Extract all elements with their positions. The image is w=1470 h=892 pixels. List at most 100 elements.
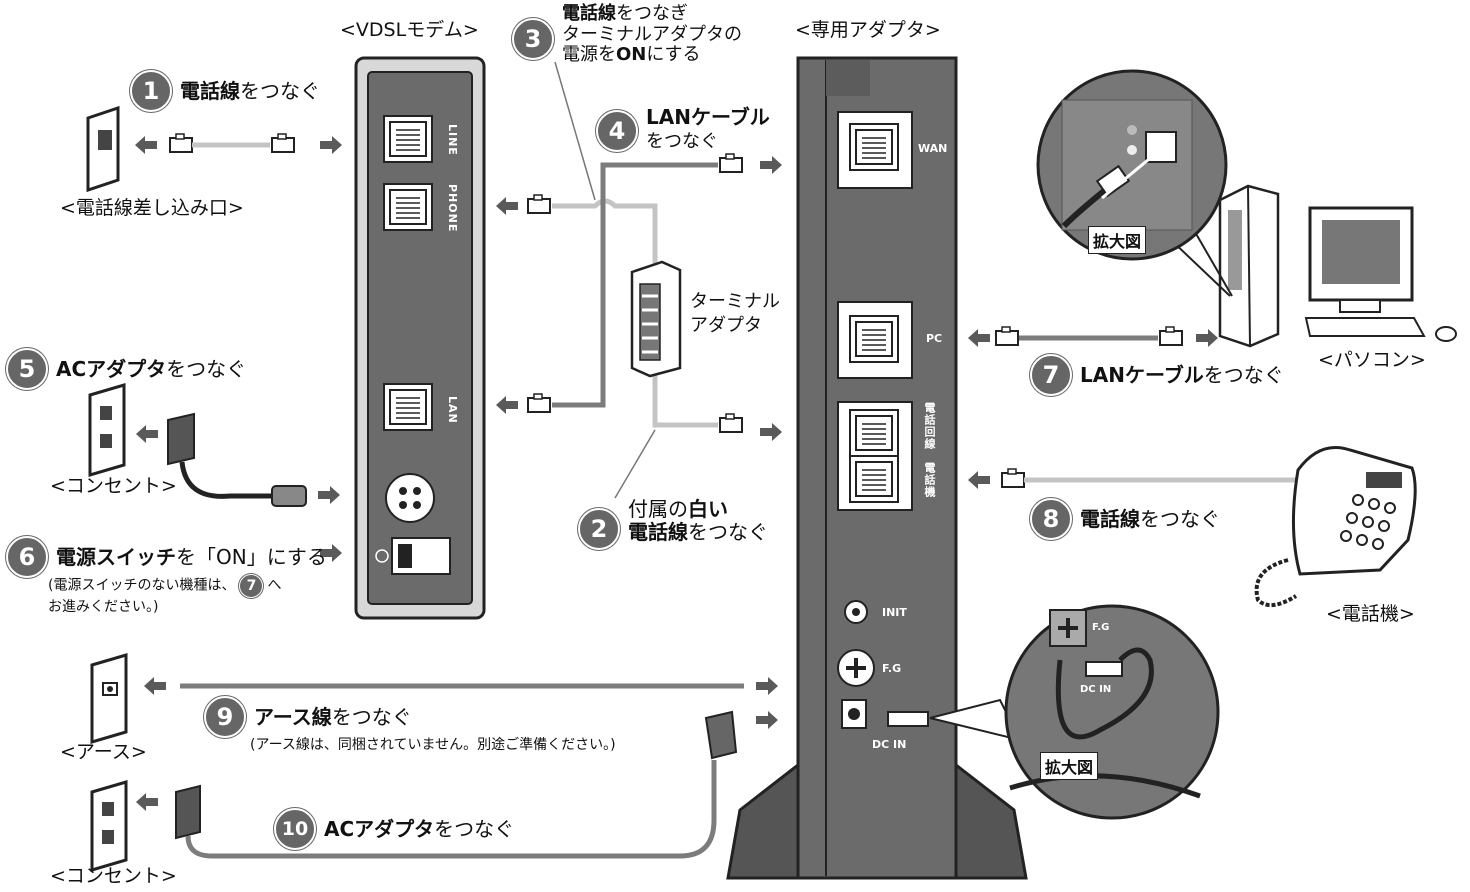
step-text: をつなぐ [1140,506,1220,531]
step-text: 付属の [628,497,688,521]
enlargement-label-bottom: 拡大図 [1040,752,1099,780]
step-9-note: (アース線は、同梱されていません。別途ご準備ください。) [250,737,616,753]
step-text: をつなぎ [616,3,688,24]
enlargement-dcin-label: DC IN [1080,684,1112,695]
terminal-adapter [630,260,682,378]
telephone-illustration [1254,446,1417,608]
phone-jack-label: <電話線差し込み口> [60,197,244,219]
step-bold: アース線 [254,704,332,729]
step-bold: LANケーブル [1080,362,1204,387]
wan-port [837,111,913,189]
vdsl-modem-label: <VDSLモデム> [340,19,479,41]
arrow [318,486,340,504]
line-phone-ports [837,401,913,511]
ground-terminal [90,652,128,745]
modem-lan-label: LAN [446,396,459,424]
phone-jack [86,105,120,193]
adapter-fg-label: F.G [882,662,902,675]
lan-plug [1159,326,1183,346]
enlargement-label-top: 拡大図 [1088,226,1147,254]
modem-line-label: LINE [446,124,459,156]
arrow [136,425,158,443]
step-number: 3 [512,18,554,60]
step-1: 1 電話線をつなぐ [130,70,320,112]
dc-in-jack [841,699,929,729]
adapter-wan-label: WAN [918,142,948,155]
step-10: 10 ACアダプタをつなぐ [274,808,514,850]
arrow [320,136,342,154]
leader-line [614,429,656,499]
fg-terminal [837,649,875,687]
step-4: 4 LANケーブルをつなぐ [596,106,770,153]
step-number: 5 [6,348,48,390]
adapter-phone-label: 電話機 [923,462,936,498]
telephone-plug [527,194,551,214]
step-number: 4 [596,110,638,152]
step-bold: 電話線 [1080,506,1140,531]
phone-port [383,183,433,231]
arrow [968,329,990,347]
step-9: 9 アース線をつなぐ [204,696,412,738]
adapter-init-label: INIT [882,606,907,619]
arrow [135,136,157,154]
telephone-plug [169,133,193,153]
step-text: を「ON」にする [176,544,327,569]
outlet-label-bottom: <コンセント> [50,865,177,887]
step-text: にする [646,44,701,66]
step-bold: 白い [688,497,728,521]
step-number: 1 [130,70,172,112]
note-text: お進みください。) [48,599,159,615]
power-switch [375,537,451,575]
step-3: 3 電話線をつなぎ ターミナルアダプタの 電源をONにする [512,3,742,66]
terminal-adapter-label-1: ターミナル [690,291,780,312]
step-bold: 電話線 [628,520,688,544]
note-text: (電源スイッチのない機種は、 [48,577,236,594]
power-outlet [88,382,126,478]
step-text: 電源を [562,44,616,66]
power-jack [385,473,435,523]
step-text: をつなぐ [240,78,320,103]
line-port [383,115,433,163]
arrow [760,423,782,441]
step-bold: ACアダプタ [56,356,167,381]
step-bold: LANケーブル [646,105,770,129]
arrow [760,156,782,174]
pc-illustration [1218,184,1457,348]
arrow [968,471,990,489]
lan-plug [995,326,1019,346]
step-number: 7 [1030,354,1072,396]
step-text: をつなぐ [646,131,718,152]
step-text: ターミナルアダプタの [562,23,742,45]
telephone-label: <電話機> [1326,603,1415,625]
terminal-adapter-label-2: アダプタ [690,315,762,336]
step-text: をつなぐ [1203,362,1284,387]
arrow [756,711,778,729]
telephone-plug [719,413,743,433]
step-bold: ON [616,44,647,66]
adapter-label: <専用アダプタ> [795,19,941,41]
step-text: をつなぐ [166,356,247,381]
enlargement-lan [1036,69,1233,297]
white-phone-cable [552,198,718,428]
step-number: 10 [274,808,316,850]
note-step-number: 7 [239,574,264,598]
step-2: 2 付属の白い 電話線をつなぐ [578,498,768,550]
step-7: 7 LANケーブルをつなぐ [1030,354,1284,396]
step-number: 6 [6,536,48,578]
step-8: 8 電話線をつなぐ [1030,498,1220,540]
leader-line [554,61,596,201]
telephone-plug [271,133,295,153]
arrow [1196,329,1218,347]
step-number: 2 [578,508,620,550]
enlargement-fg-label: F.G [1092,622,1110,633]
ac-adapter [167,412,307,507]
step-text: をつなぐ [331,704,412,729]
arrow [496,396,518,414]
step-number: 9 [204,696,246,738]
step-bold: 電話線 [562,3,616,24]
arrow [756,677,778,695]
step-5: 5 ACアダプタをつなぐ [6,348,246,390]
lan-plug [527,393,551,413]
adapter-pc-label: PC [926,332,943,345]
